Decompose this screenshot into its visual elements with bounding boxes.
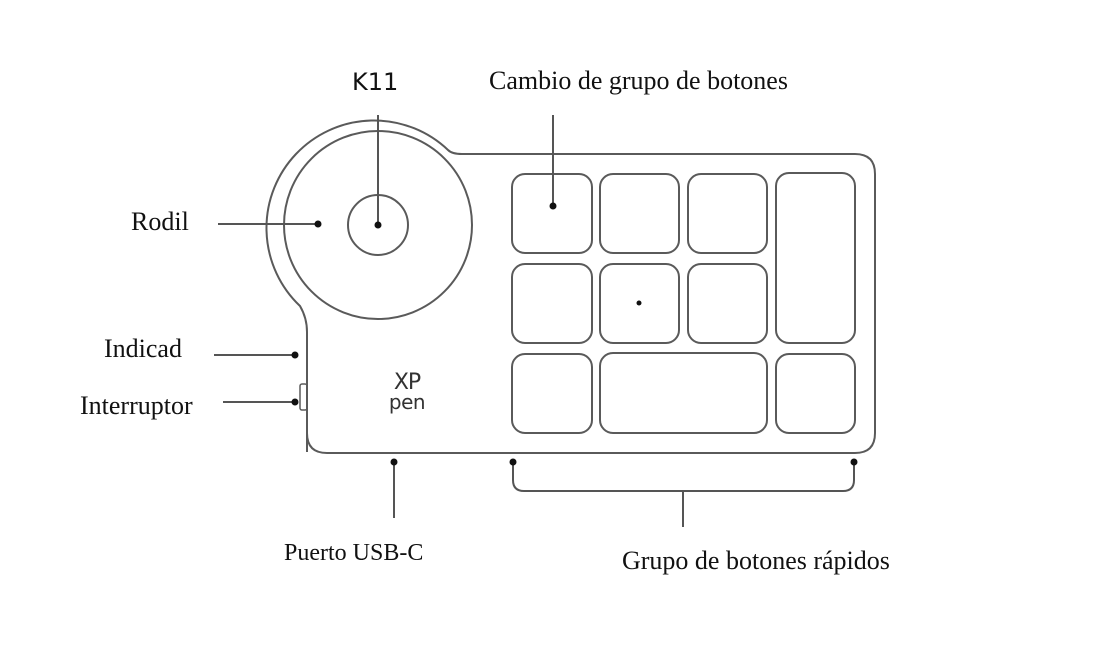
label-shortcut-keys: Grupo de botones rápidos bbox=[622, 546, 890, 575]
dot-dial bbox=[314, 220, 322, 228]
key-r2c1[interactable] bbox=[511, 263, 593, 344]
key-r1c2[interactable] bbox=[599, 173, 680, 254]
dot-indicator bbox=[291, 351, 299, 359]
label-dial: Rodil bbox=[131, 207, 189, 236]
dot-bracket-left bbox=[509, 458, 517, 466]
key-r3c1[interactable] bbox=[511, 353, 593, 434]
label-button-group-switch: Cambio de grupo de botones bbox=[489, 66, 788, 95]
xppen-logo: XP pen bbox=[389, 370, 426, 414]
key-r3c4[interactable] bbox=[775, 353, 856, 434]
dot-center-key bbox=[636, 300, 642, 306]
body-outline bbox=[265, 119, 876, 454]
bracket-shortcut-keys bbox=[512, 462, 855, 492]
key-r2c2[interactable] bbox=[599, 263, 680, 344]
key-r2c3[interactable] bbox=[687, 263, 768, 344]
label-power-switch: Interruptor bbox=[80, 391, 193, 420]
label-k11: K11 bbox=[352, 68, 399, 96]
key-tall[interactable] bbox=[775, 172, 856, 344]
label-indicator: Indicad bbox=[104, 334, 182, 363]
leader-dots bbox=[291, 202, 858, 466]
key-wide[interactable] bbox=[599, 352, 768, 434]
dot-button-group-switch bbox=[549, 202, 557, 210]
dot-power-switch bbox=[291, 398, 299, 406]
dot-usb-port bbox=[390, 458, 398, 466]
shortcut-keys bbox=[511, 172, 856, 434]
leader-lines bbox=[214, 115, 855, 527]
label-usb-port: Puerto USB-C bbox=[284, 540, 424, 566]
power-switch[interactable] bbox=[299, 383, 308, 411]
logo-line2: pen bbox=[389, 390, 425, 414]
dot-k11 bbox=[374, 221, 382, 229]
logo-line1: XP bbox=[394, 370, 421, 395]
device-body bbox=[265, 119, 876, 454]
key-r1c3[interactable] bbox=[687, 173, 768, 254]
dot-bracket-right bbox=[850, 458, 858, 466]
